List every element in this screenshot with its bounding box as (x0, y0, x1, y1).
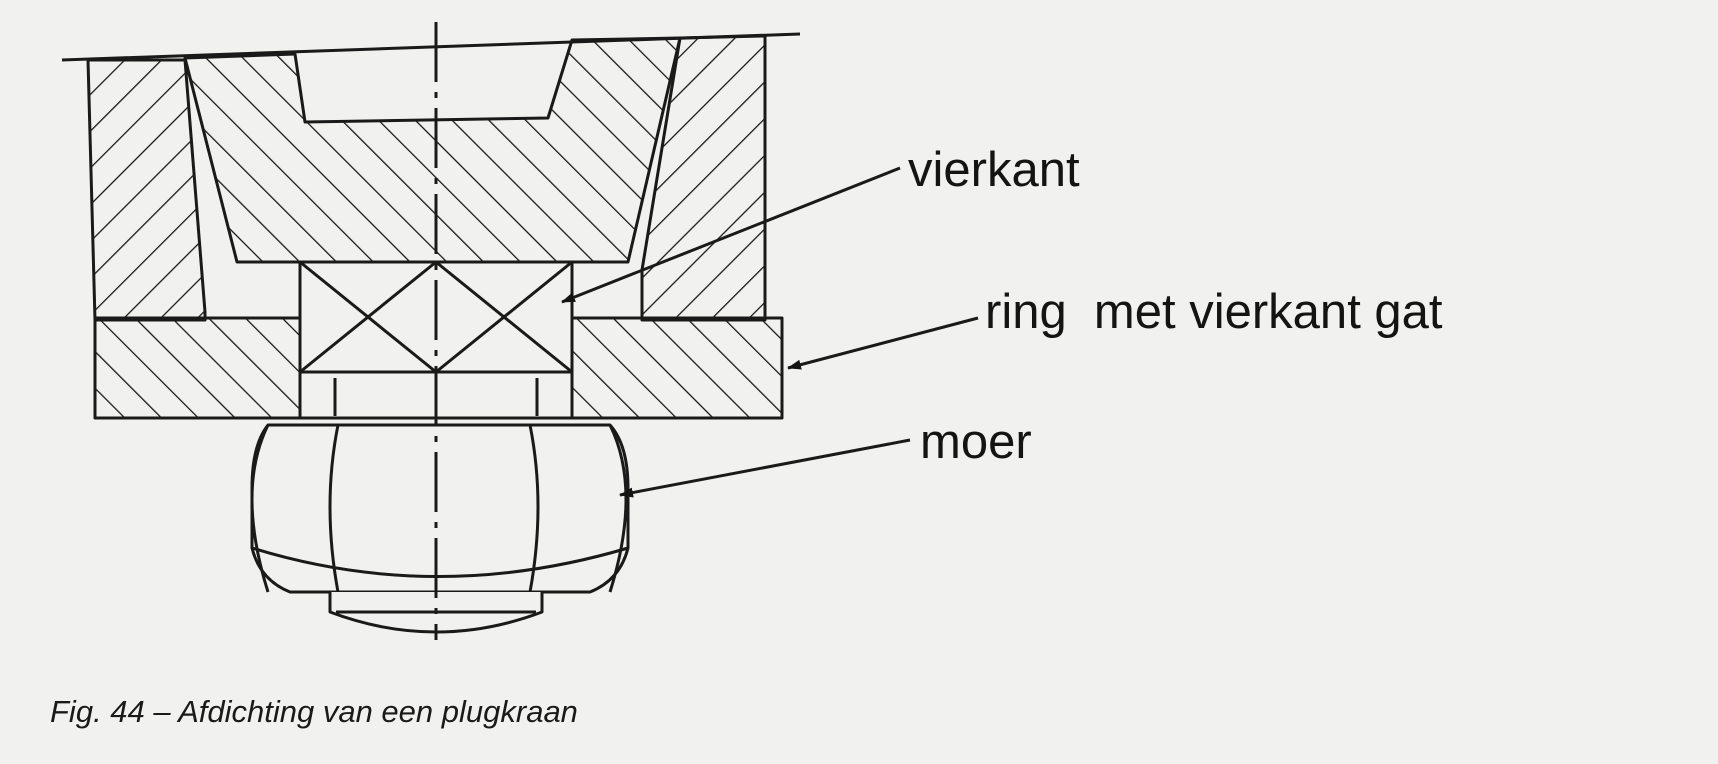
nut-face-right (608, 424, 628, 593)
ring-right-half (570, 316, 784, 420)
label-moer: moer (920, 415, 1032, 469)
nut-outline (250, 423, 630, 594)
square-diagonal-b (299, 260, 437, 374)
nut-chamfer (251, 546, 629, 578)
body-wall-left (86, 58, 207, 322)
leader-ring (787, 316, 979, 370)
label-ring-met-vierkant-gat: ring met vierkant gat (985, 285, 1443, 339)
figure-caption: Fig. 44 – Afdichting van een plugkraan (50, 694, 578, 729)
nut-face-left (250, 424, 270, 593)
square-diagonal-d (435, 260, 573, 374)
nut-face-mid-left (328, 424, 340, 593)
leader-moer (619, 438, 911, 498)
ring-left-half (93, 316, 302, 420)
label-vierkant: vierkant (908, 143, 1080, 197)
plug (183, 36, 682, 264)
leader-vierkant (561, 166, 901, 304)
nut-face-mid-right (528, 424, 540, 593)
